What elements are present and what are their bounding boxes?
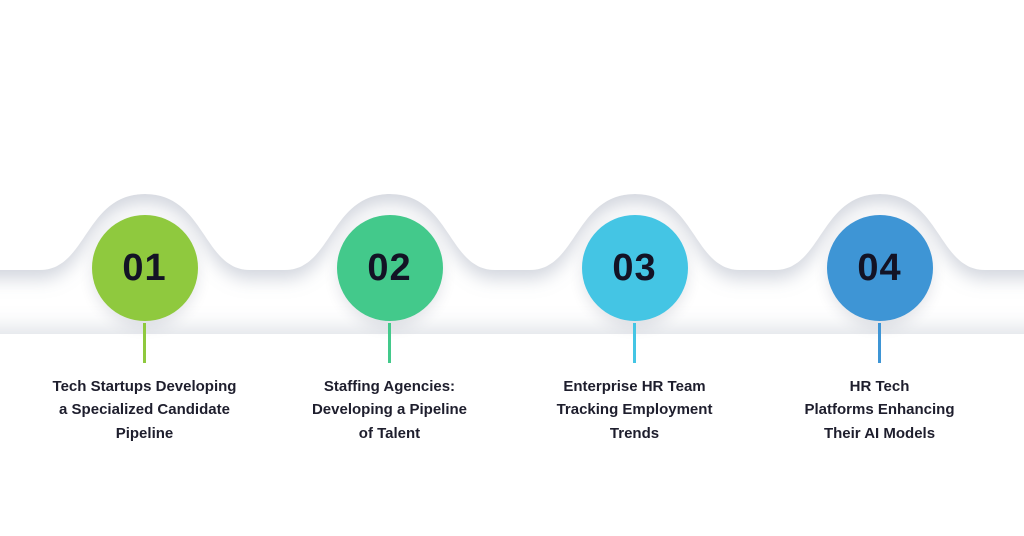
step-1-label: Tech Startups Developing a Specialized C… [52, 378, 237, 442]
step-1: 01 Tech Startups Developing a Specialize… [22, 215, 267, 445]
step-4: 04 HR Tech Platforms Enhancing Their AI … [757, 215, 1002, 445]
wave-bottom-sheet [0, 334, 1024, 536]
step-3-number: 03 [612, 246, 657, 289]
step-4-label: HR Tech Platforms Enhancing Their AI Mod… [804, 378, 955, 442]
wave-top-sheet [0, 0, 1024, 270]
step-2-label: Staffing Agencies: Developing a Pipeline… [311, 378, 468, 442]
step-1-circle: 01 [91, 215, 198, 321]
step-3: 03 Enterprise HR Team Tracking Employmen… [512, 215, 757, 445]
step-1-connector [143, 323, 146, 363]
step-2: 02 Staffing Agencies: Developing a Pipel… [267, 215, 512, 445]
step-3-label: Enterprise HR Team Tracking Employment T… [556, 378, 713, 442]
step-3-circle: 03 [581, 215, 688, 321]
step-2-circle: 02 [336, 215, 443, 321]
step-4-circle: 04 [826, 215, 933, 321]
step-2-connector [388, 323, 391, 363]
step-4-number: 04 [857, 246, 902, 289]
step-1-number: 01 [122, 246, 167, 289]
steps-row: 01 Tech Startups Developing a Specialize… [22, 215, 1002, 445]
step-3-connector [633, 323, 636, 363]
step-4-connector [878, 323, 881, 363]
step-2-number: 02 [367, 246, 412, 289]
